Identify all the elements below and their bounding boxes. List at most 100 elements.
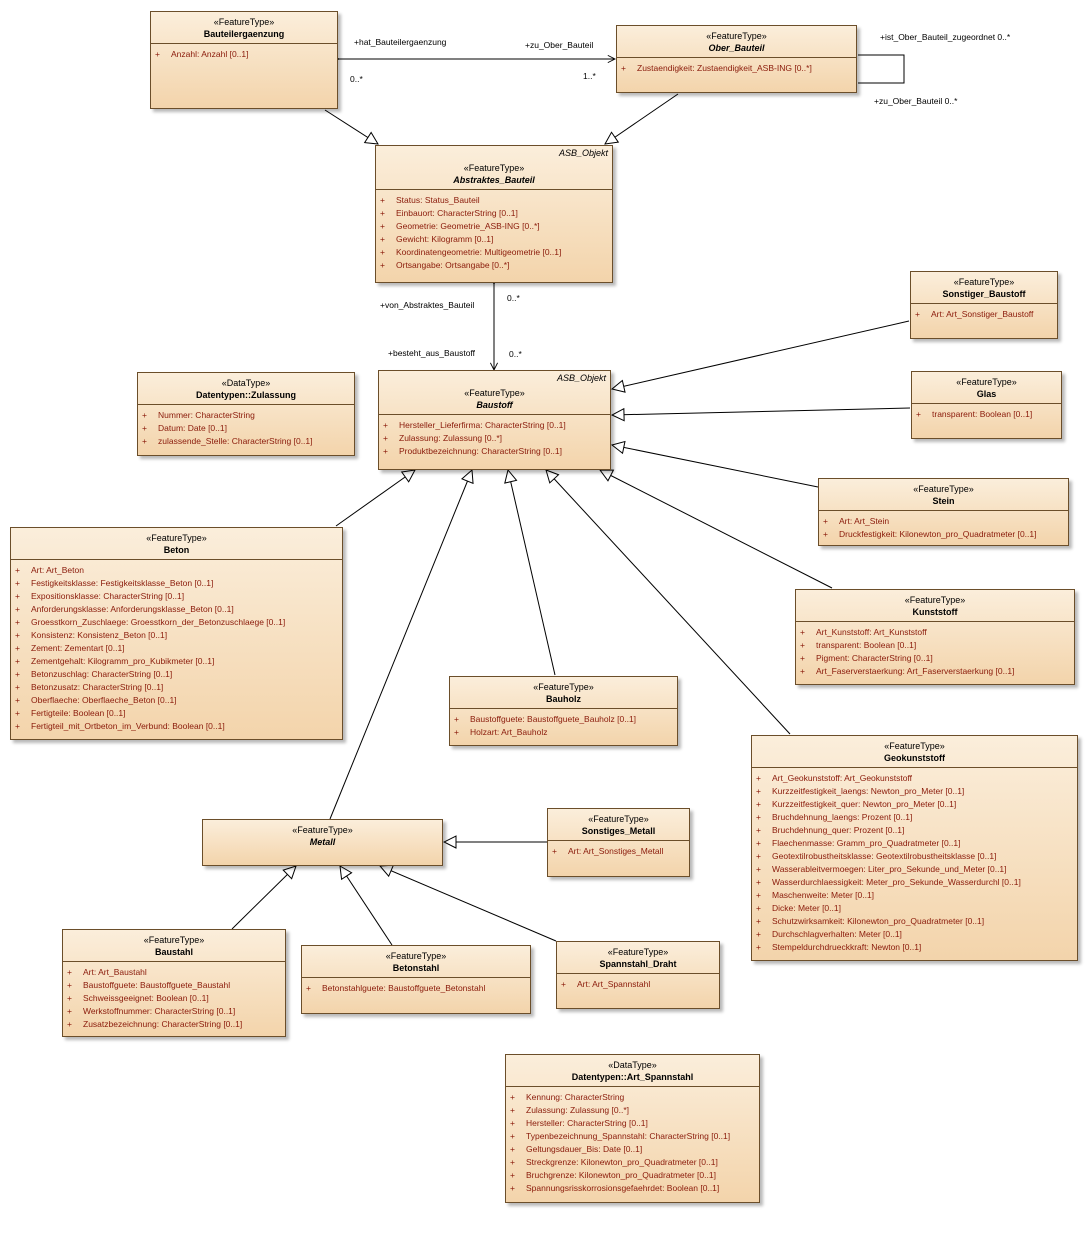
attribute-row[interactable]: +Anforderungsklasse: Anforderungsklasse_…	[15, 603, 340, 616]
attribute-row[interactable]: +Baustoffguete: Baustoffguete_Bauholz [0…	[454, 713, 675, 726]
attribute-row[interactable]: +Expositionsklasse: CharacterString [0..…	[15, 590, 340, 603]
attribute-row[interactable]: +Art: Art_Spannstahl	[561, 978, 717, 991]
class-stein[interactable]: «FeatureType»Stein+Art: Art_Stein+Druckf…	[818, 478, 1069, 546]
attribute-row[interactable]: +Bruchgrenze: Kilonewton_pro_Quadratmete…	[510, 1169, 757, 1182]
attribute-row[interactable]: +Kurzzeitfestigkeit_quer: Newton_pro_Met…	[756, 798, 1075, 811]
attribute-row[interactable]: +Druckfestigkeit: Kilonewton_pro_Quadrat…	[823, 528, 1066, 541]
attribute-row[interactable]: +Wasserdurchlaessigkeit: Meter_pro_Sekun…	[756, 876, 1075, 889]
attribute-row[interactable]: +Betonzuschlag: CharacterString [0..1]	[15, 668, 340, 681]
attribute-row[interactable]: +Kurzzeitfestigkeit_laengs: Newton_pro_M…	[756, 785, 1075, 798]
class-datentypen-zulassung[interactable]: «DataType»Datentypen::Zulassung+Nummer: …	[137, 372, 355, 456]
attribute-row[interactable]: +Stempeldurchdrueckkraft: Newton [0..1]	[756, 941, 1075, 954]
attribute-row[interactable]: +Hersteller: CharacterString [0..1]	[510, 1117, 757, 1130]
attribute-row[interactable]: +Geotextilrobustheitsklasse: Geotextilro…	[756, 850, 1075, 863]
class-glas[interactable]: «FeatureType»Glas+transparent: Boolean […	[911, 371, 1062, 439]
attribute-row[interactable]: +Betonzusatz: CharacterString [0..1]	[15, 681, 340, 694]
class-sonstiger-baustoff[interactable]: «FeatureType»Sonstiger_Baustoff+Art: Art…	[910, 271, 1058, 339]
attribute-row[interactable]: +Streckgrenze: Kilonewton_pro_Quadratmet…	[510, 1156, 757, 1169]
attribute-text: Baustoffguete: Baustoffguete_Bauholz [0.…	[470, 714, 637, 724]
class-header: «FeatureType»Bauholz	[450, 677, 677, 709]
attribute-row[interactable]: +Art: Art_Beton	[15, 564, 340, 577]
attribute-row[interactable]: +Produktbezeichnung: CharacterString [0.…	[383, 445, 608, 458]
attribute-row[interactable]: +Groesstkorn_Zuschlaege: Groesstkorn_der…	[15, 616, 340, 629]
attribute-row[interactable]: +Flaechenmasse: Gramm_pro_Quadratmeter […	[756, 837, 1075, 850]
attribute-row[interactable]: +Fertigteile: Boolean [0..1]	[15, 707, 340, 720]
attribute-text: Art: Art_Stein	[839, 516, 890, 526]
attribute-row[interactable]: +transparent: Boolean [0..1]	[800, 639, 1072, 652]
class-baustoff[interactable]: ASB_Objekt«FeatureType»Baustoff+Herstell…	[378, 370, 611, 470]
visibility-public-icon: +	[756, 851, 761, 861]
attribute-row[interactable]: +Durchschlagverhalten: Meter [0..1]	[756, 928, 1075, 941]
class-ober-bauteil[interactable]: «FeatureType»Ober_Bauteil+Zustaendigkeit…	[616, 25, 857, 93]
attribute-row[interactable]: +transparent: Boolean [0..1]	[916, 408, 1059, 421]
attribute-row[interactable]: +Art: Art_Sonstiges_Metall	[552, 845, 687, 858]
attribute-row[interactable]: +zulassende_Stelle: CharacterString [0..…	[142, 435, 352, 448]
attribute-row[interactable]: +Hersteller_Lieferfirma: CharacterString…	[383, 419, 608, 432]
attribute-row[interactable]: +Spannungsrisskorrosionsgefaehrdet: Bool…	[510, 1182, 757, 1195]
visibility-public-icon: +	[15, 604, 20, 614]
class-baustahl[interactable]: «FeatureType»Baustahl+Art: Art_Baustahl+…	[62, 929, 286, 1037]
attribute-row[interactable]: +Geometrie: Geometrie_ASB-ING [0..*]	[380, 220, 610, 233]
attribute-row[interactable]: +Art_Faserverstaerkung: Art_Faserverstae…	[800, 665, 1072, 678]
attribute-row[interactable]: +Datum: Date [0..1]	[142, 422, 352, 435]
attribute-row[interactable]: +Werkstoffnummer: CharacterString [0..1]	[67, 1005, 283, 1018]
attribute-row[interactable]: +Anzahl: Anzahl [0..1]	[155, 48, 335, 61]
attribute-row[interactable]: +Art: Art_Sonstiger_Baustoff	[915, 308, 1055, 321]
attribute-row[interactable]: +Konsistenz: Konsistenz_Beton [0..1]	[15, 629, 340, 642]
class-kunststoff[interactable]: «FeatureType»Kunststoff+Art_Kunststoff: …	[795, 589, 1075, 685]
attribute-row[interactable]: +Dicke: Meter [0..1]	[756, 902, 1075, 915]
class-bauholz[interactable]: «FeatureType»Bauholz +Baustoffguete: Baus…	[449, 676, 678, 746]
attribute-row[interactable]: +Maschenweite: Meter [0..1]	[756, 889, 1075, 902]
attribute-row[interactable]: +Kennung: CharacterString	[510, 1091, 757, 1104]
attribute-row[interactable]: +Zusatzbezeichnung: CharacterString [0..…	[67, 1018, 283, 1031]
attribute-row[interactable]: +Bruchdehnung_laengs: Prozent [0..1]	[756, 811, 1075, 824]
class-name: Metall	[309, 837, 336, 847]
class-abstraktes-bauteil[interactable]: ASB_Objekt«FeatureType»Abstraktes_Bautei…	[375, 145, 613, 283]
attribute-row[interactable]: +Einbauort: CharacterString [0..1]	[380, 207, 610, 220]
class-name: Bauteilergaenzung	[203, 29, 285, 39]
label-mult-0-star-left: 0..*	[350, 74, 363, 84]
attribute-row[interactable]: +Typenbezeichnung_Spannstahl: CharacterS…	[510, 1130, 757, 1143]
attribute-row[interactable]: +Zustaendigkeit: Zustaendigkeit_ASB-ING …	[621, 62, 854, 75]
class-spannstahl-draht[interactable]: «FeatureType»Spannstahl_Draht+Art: Art_S…	[556, 941, 720, 1009]
attribute-row[interactable]: +Betonstahlguete: Baustoffguete_Betonsta…	[306, 982, 528, 995]
attribute-row[interactable]: +Nummer: CharacterString	[142, 409, 352, 422]
class-betonstahl[interactable]: «FeatureType»Betonstahl+Betonstahlguete:…	[301, 945, 531, 1014]
attribute-row[interactable]: +Wasserableitvermoegen: Liter_pro_Sekund…	[756, 863, 1075, 876]
attribute-row[interactable]: +Schutzwirksamkeit: Kilonewton_pro_Quadr…	[756, 915, 1075, 928]
attribute-row[interactable]: +Fertigteil_mit_Ortbeton_im_Verbund: Boo…	[15, 720, 340, 733]
attribute-row[interactable]: +Geltungsdauer_Bis: Date [0..1]	[510, 1143, 757, 1156]
visibility-public-icon: +	[510, 1144, 515, 1154]
attribute-row[interactable]: +Art: Art_Stein	[823, 515, 1066, 528]
attribute-row[interactable]: +Art_Geokunststoff: Art_Geokunststoff	[756, 772, 1075, 785]
attribute-row[interactable]: +Zulassung: Zulassung [0..*]	[383, 432, 608, 445]
class-beton[interactable]: «FeatureType»Beton+Art: Art_Beton+Festig…	[10, 527, 343, 740]
visibility-public-icon: +	[756, 825, 761, 835]
attribute-row[interactable]: +Art_Kunststoff: Art_Kunststoff	[800, 626, 1072, 639]
attribute-row[interactable]: +Bruchdehnung_quer: Prozent [0..1]	[756, 824, 1075, 837]
attribute-row[interactable]: +Holzart: Art_Bauholz	[454, 726, 675, 739]
attribute-row[interactable]: +Zulassung: Zulassung [0..*]	[510, 1104, 757, 1117]
attribute-row[interactable]: +Art: Art_Baustahl	[67, 966, 283, 979]
class-sonstiges-metall[interactable]: «FeatureType»Sonstiges_Metall+Art: Art_S…	[547, 808, 690, 877]
class-datentypen-art-spannstahl[interactable]: «DataType»Datentypen::Art_Spannstahl+Ken…	[505, 1054, 760, 1203]
attribute-row[interactable]: +Festigkeitsklasse: Festigkeitsklasse_Be…	[15, 577, 340, 590]
attribute-row[interactable]: +Oberflaeche: Oberflaeche_Beton [0..1]	[15, 694, 340, 707]
class-metall[interactable]: «FeatureType»Metall	[202, 819, 443, 866]
attribute-row[interactable]: +Koordinatengeometrie: Multigeometrie [0…	[380, 246, 610, 259]
attribute-text: Zementgehalt: Kilogramm_pro_Kubikmeter […	[31, 656, 215, 666]
class-name: Bauholz	[546, 694, 581, 704]
attribute-row[interactable]: +Zement: Zementart [0..1]	[15, 642, 340, 655]
attribute-row[interactable]: +Schweissgeeignet: Boolean [0..1]	[67, 992, 283, 1005]
attribute-row[interactable]: +Zementgehalt: Kilogramm_pro_Kubikmeter …	[15, 655, 340, 668]
attribute-row[interactable]: +Pigment: CharacterString [0..1]	[800, 652, 1072, 665]
attribute-row[interactable]: +Status: Status_Bauteil	[380, 194, 610, 207]
attribute-row[interactable]: +Baustoffguete: Baustoffguete_Baustahl	[67, 979, 283, 992]
attribute-row[interactable]: +Gewicht: Kilogramm [0..1]	[380, 233, 610, 246]
attribute-text: Konsistenz: Konsistenz_Beton [0..1]	[31, 630, 168, 640]
attribute-text: Pigment: CharacterString [0..1]	[816, 653, 933, 663]
class-bauteilergaenzung[interactable]: «FeatureType»Bauteilergaenzung+Anzahl: A…	[150, 11, 338, 109]
class-geokunststoff[interactable]: «FeatureType»Geokunststoff+Art_Geokunsts…	[751, 735, 1078, 961]
attribute-row[interactable]: +Ortsangabe: Ortsangabe [0..*]	[380, 259, 610, 272]
visibility-public-icon: +	[15, 565, 20, 575]
